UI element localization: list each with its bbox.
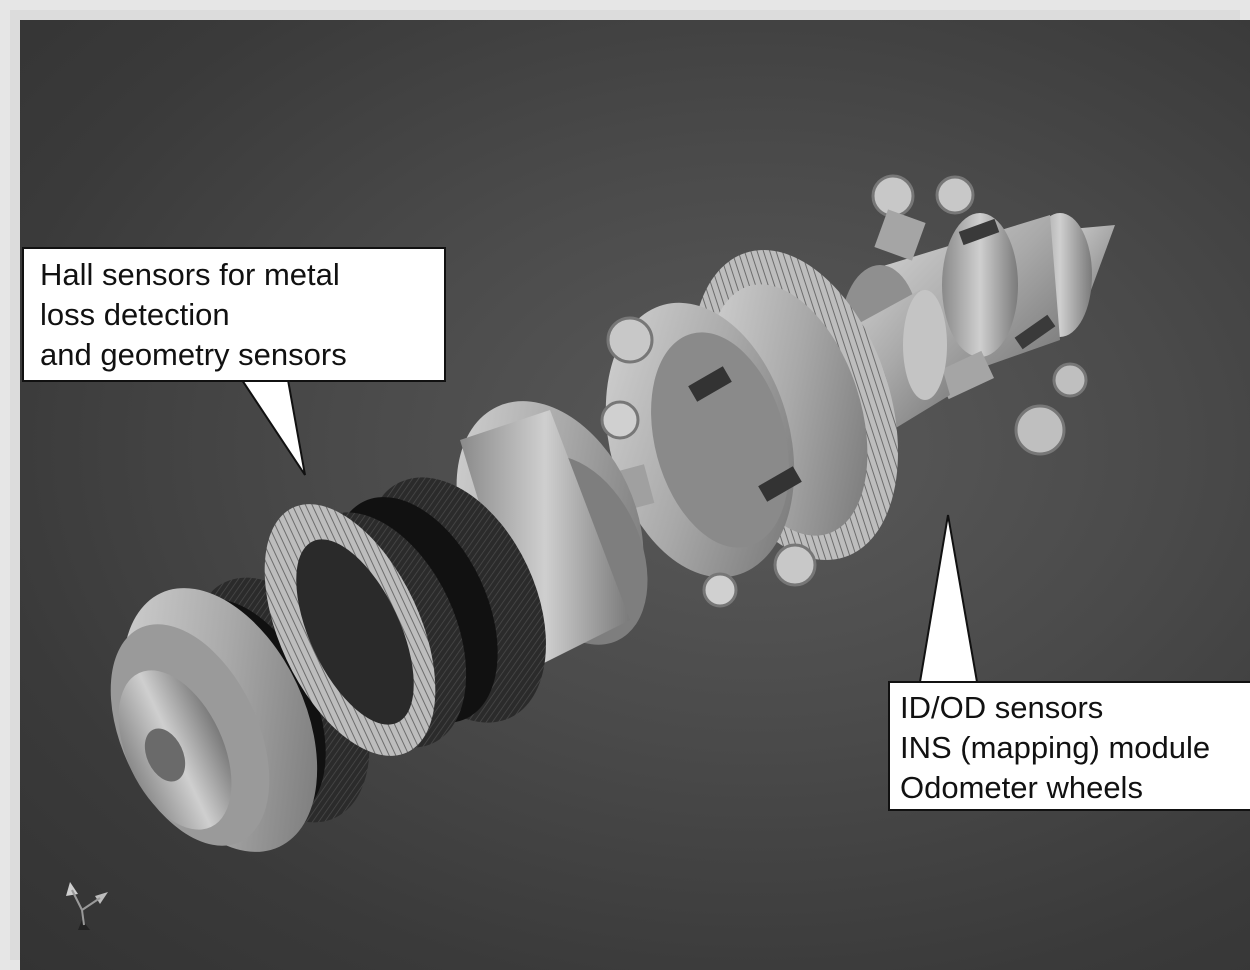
pipeline-inspection-tool-render (66, 174, 1115, 930)
hall-callout-pointer (240, 379, 306, 476)
id-od-callout-pointer (918, 514, 979, 683)
callout-line: loss detection (40, 297, 230, 332)
callout-line: INS (mapping) module (900, 730, 1211, 765)
geometry-module (595, 302, 817, 608)
hall-sensor-ring (264, 504, 436, 756)
callout-line: and geometry sensors (40, 337, 347, 372)
callout-line: Odometer wheels (900, 770, 1143, 805)
id-od-sensors-callout: ID/OD sensors INS (mapping) module Odome… (888, 681, 1250, 811)
render-viewport: Hall sensors for metal loss detection an… (20, 20, 1250, 970)
callout-line: ID/OD sensors (900, 690, 1104, 725)
hall-sensors-callout: Hall sensors for metal loss detection an… (22, 247, 446, 382)
axis-triad-icon (66, 882, 108, 930)
callout-line: Hall sensors for metal (40, 257, 340, 292)
front-drive-cup (110, 588, 318, 852)
